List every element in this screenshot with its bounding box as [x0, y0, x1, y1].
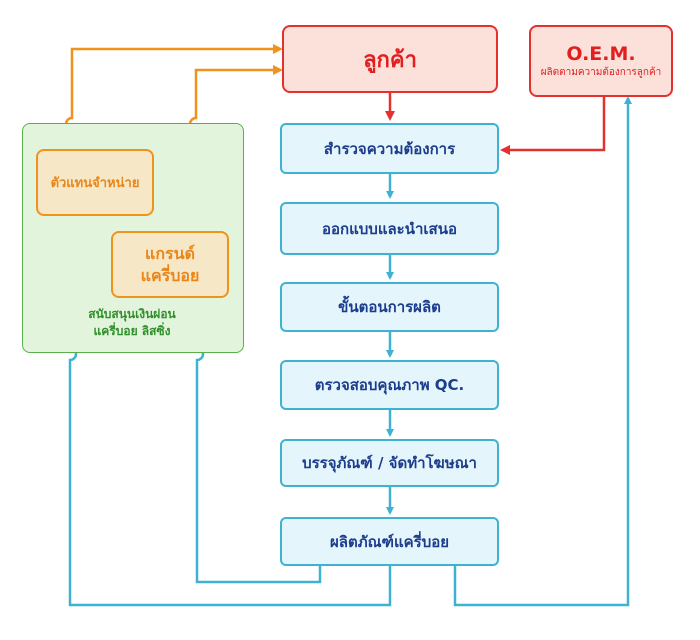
process-step-product: ผลิตภัณฑ์แครี่บอย [280, 517, 499, 566]
oem-subtitle: ผลิตตามความต้องการลูกค้า [540, 67, 662, 78]
customer-label: ลูกค้า [363, 47, 417, 73]
process-step-label: ขั้นตอนการผลิต [338, 298, 441, 316]
process-step-label: ผลิตภัณฑ์แครี่บอย [329, 532, 450, 551]
brand-label-line2: แครี่บอย [140, 265, 200, 285]
brand-box: แกรนด์ แครี่บอย [111, 231, 229, 298]
process-step-design: ออกแบบและนำเสนอ [280, 202, 499, 255]
process-step-production: ขั้นตอนการผลิต [280, 282, 499, 332]
product-to-oem-line [453, 96, 632, 607]
dealer-box: ตัวแทนจำหน่าย [36, 149, 154, 216]
process-step-packaging: บรรจุภัณฑ์ / จัดทำโฆษณา [280, 439, 499, 487]
oem-box: O.E.M. ผลิตตามความต้องการลูกค้า [529, 25, 673, 97]
financing-note: สนับสนุนเงินผ่อน แครี่บอย ลิสซิ่ง [88, 307, 176, 338]
oem-title: O.E.M. [566, 43, 636, 65]
oem-to-survey-arrow [500, 97, 606, 155]
process-step-label: บรรจุภัณฑ์ / จัดทำโฆษณา [302, 454, 477, 472]
dealer-label: ตัวแทนจำหน่าย [50, 176, 140, 191]
process-step-survey: สำรวจความต้องการ [280, 123, 499, 174]
brand-label-line1: แกรนด์ [145, 243, 195, 263]
customer-box: ลูกค้า [282, 25, 498, 93]
process-step-label: ออกแบบและนำเสนอ [322, 219, 457, 238]
process-step-label: สำรวจความต้องการ [323, 139, 456, 158]
process-step-qc: ตรวจสอบคุณภาพ QC. [280, 360, 499, 410]
process-step-label: ตรวจสอบคุณภาพ QC. [314, 376, 465, 394]
